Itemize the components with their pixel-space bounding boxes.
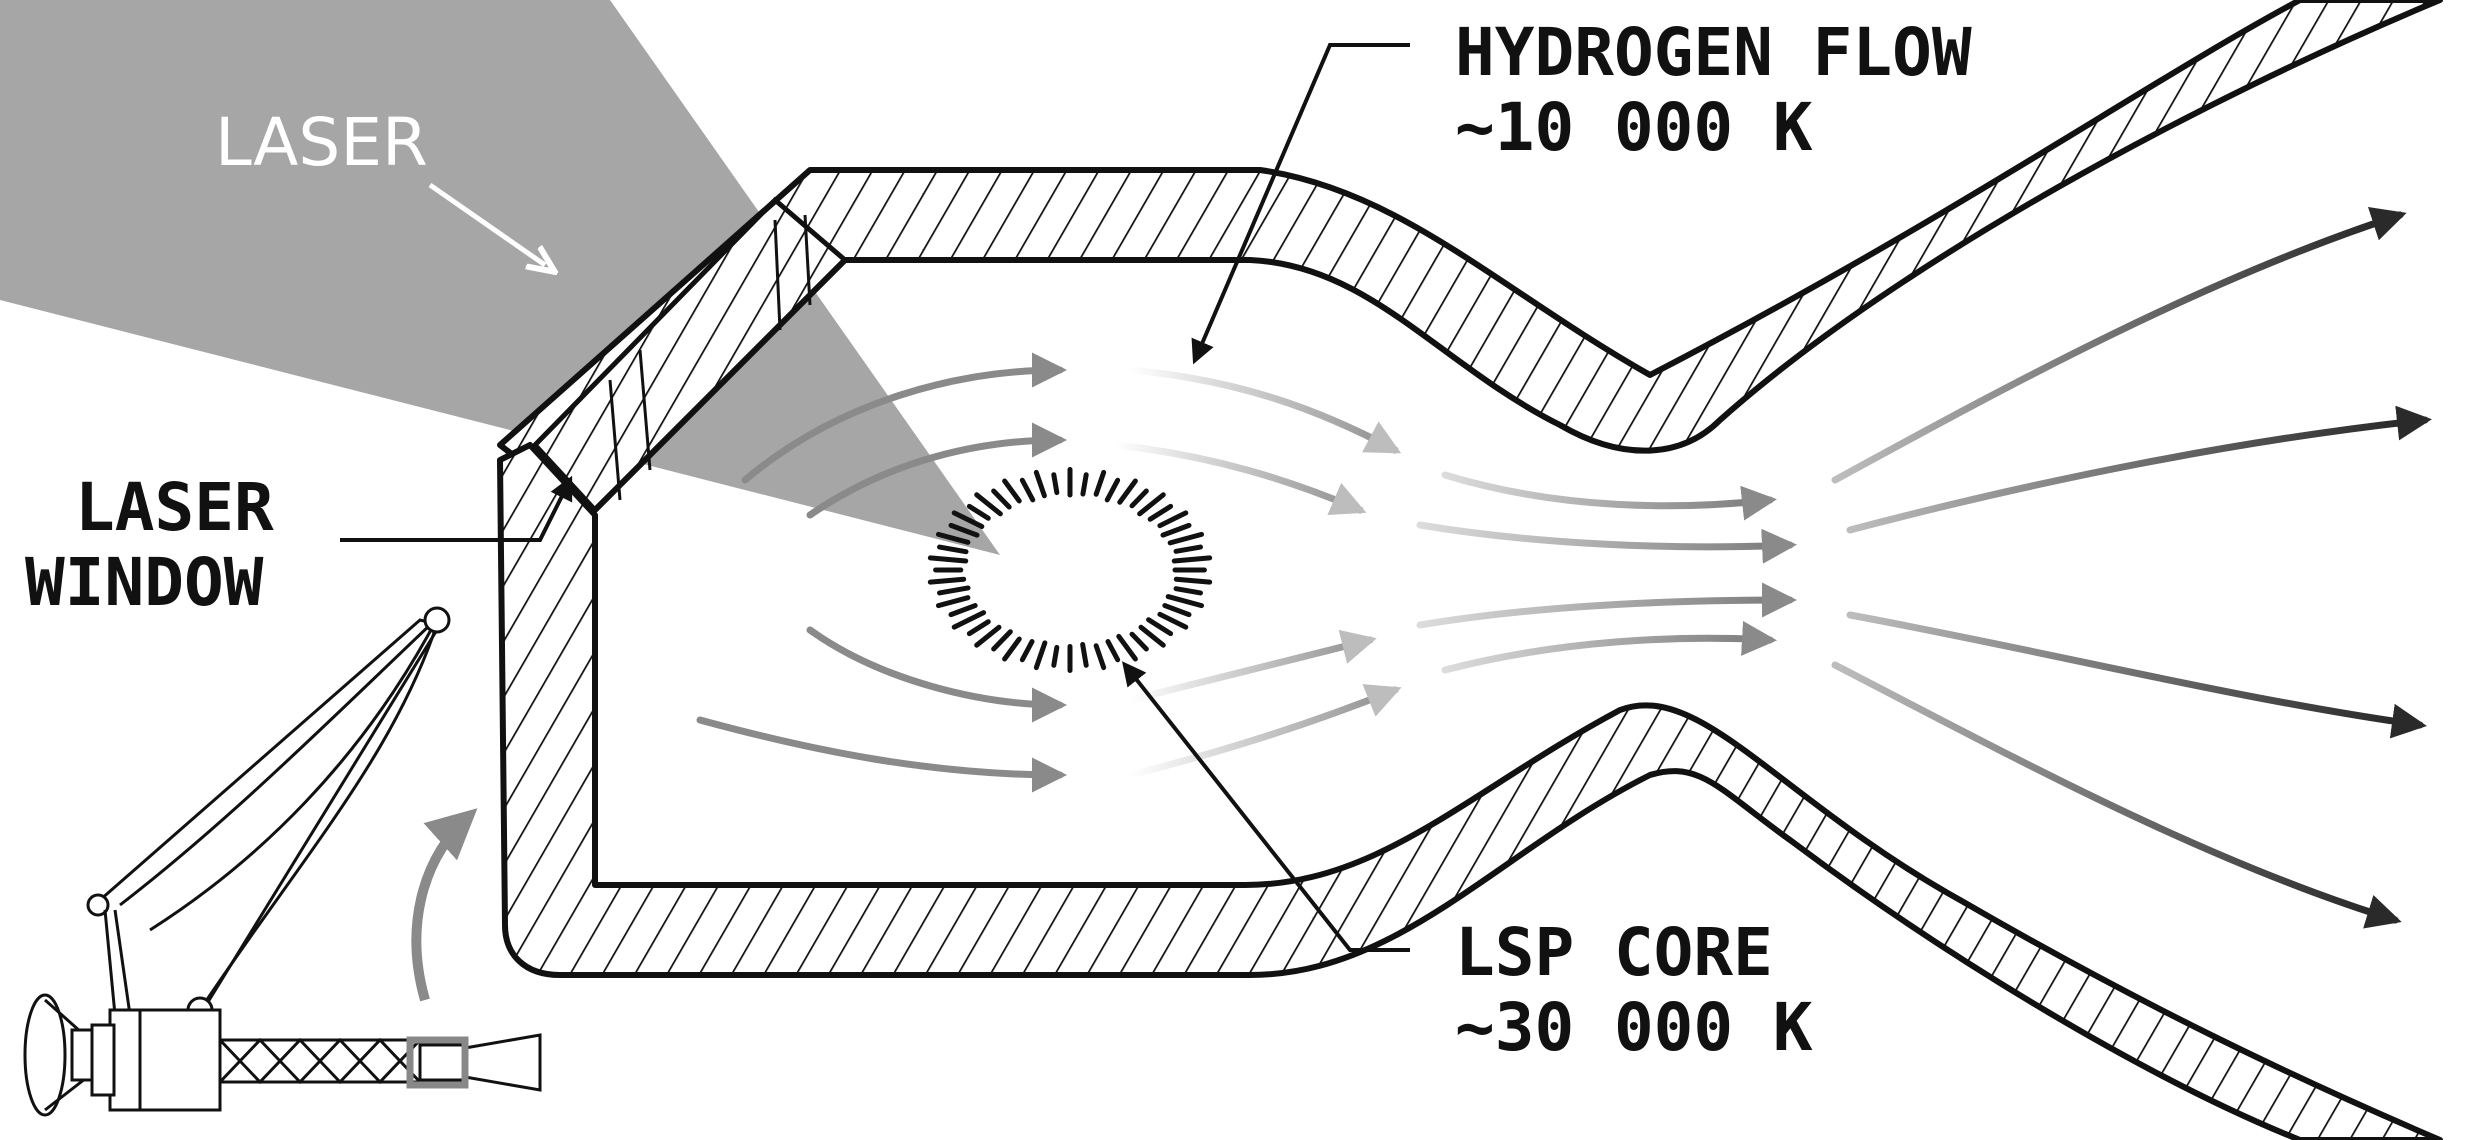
lsp-core-ray <box>974 492 1003 517</box>
exhaust-arrow <box>1831 661 2402 929</box>
flow-arrow <box>1126 366 1402 454</box>
laser-window-label-line1: LASER <box>75 469 274 546</box>
lsp-core-ray <box>1157 510 1189 529</box>
hydrogen-flow-leader <box>1191 43 1410 365</box>
lsp-core-ray <box>948 603 978 618</box>
lsp-core-ray <box>1051 472 1060 496</box>
flow-arrow <box>696 716 1067 793</box>
laser-window-glint <box>803 214 812 306</box>
hydrogen-flow-arrows <box>696 352 1797 793</box>
lsp-core-ray <box>1033 469 1047 499</box>
lsp-core-ray <box>1116 633 1138 662</box>
hydrogen-flow-label-line2: ~10 000 K <box>1455 89 1813 166</box>
lsp-core-label-line2: ~30 000 K <box>1455 989 1813 1066</box>
exhaust-arrow <box>1846 405 2432 534</box>
lsp-core-ray <box>951 510 985 530</box>
flow-arrow <box>806 422 1067 519</box>
lsp-core-ray <box>1137 492 1166 517</box>
lsp-core-ray <box>927 576 967 585</box>
flow-arrow <box>806 626 1067 723</box>
engine-highlight-box <box>406 1036 469 1089</box>
laser-window-label-line2: WINDOW <box>25 544 264 621</box>
lsp-core-ray <box>1080 472 1089 497</box>
lsp-core-ray <box>991 488 1012 510</box>
lsp-core-ray <box>1138 624 1166 648</box>
exhaust-arrows <box>1831 207 2432 929</box>
lsp-core-ray <box>1173 576 1213 585</box>
lsp-core-ray <box>927 555 969 564</box>
lsp-core-ray <box>1146 617 1174 637</box>
spacecraft-bus <box>108 1008 222 1112</box>
flow-arrow <box>1416 582 1797 629</box>
lsp-core-ray <box>991 629 1013 652</box>
engine-nozzle <box>463 1033 542 1092</box>
spacecraft-illustration <box>23 606 542 1117</box>
lsp-core-ray <box>1165 594 1205 609</box>
lower-nozzle-wall <box>497 442 2443 1140</box>
lsp-core-ray <box>1093 469 1107 497</box>
lsp-core-ray <box>1167 531 1205 546</box>
flow-arrow <box>1441 620 1777 674</box>
lsp-core-ray <box>1051 644 1060 668</box>
flow-arrow <box>1126 629 1377 704</box>
exhaust-arrow <box>1831 207 2407 484</box>
laser-window-glint <box>773 219 782 331</box>
lsp-core-ray <box>1104 477 1121 503</box>
lsp-core-ray <box>948 522 980 538</box>
lsp-core-ray <box>1129 488 1149 509</box>
lsp-core-ray <box>1173 586 1203 596</box>
laser-direction-arrow <box>428 182 545 265</box>
zoom-callout-arrow <box>411 808 478 1002</box>
upper-nozzle-wall <box>497 0 2443 518</box>
lsp-core-ray <box>1033 640 1048 671</box>
lsp-core-ray <box>1002 636 1022 662</box>
flow-arrow <box>1441 471 1777 521</box>
flow-arrow <box>741 352 1067 484</box>
lsp-core-ray <box>1080 641 1089 668</box>
lsp-core <box>927 467 1213 673</box>
lsp-core-ray <box>1147 503 1174 522</box>
lsp-core-ray <box>1093 643 1107 671</box>
lsp-core-ray <box>1162 603 1192 618</box>
lsp-core-ray <box>935 595 971 609</box>
spacecraft-sail <box>99 618 443 1016</box>
laser-window-leader <box>340 475 573 542</box>
lsp-core-ray <box>1160 522 1192 538</box>
lsp-core-ray <box>1019 639 1035 663</box>
lsp-core-ray <box>1171 555 1213 564</box>
laser-beam <box>0 0 1000 555</box>
lsp-core-ray <box>937 585 971 596</box>
lsp-core-ray <box>966 619 991 637</box>
flow-arrow <box>1111 441 1367 516</box>
lsp-core-ray <box>1173 544 1203 554</box>
hydrogen-flow-label-line1: HYDROGEN FLOW <box>1455 14 1972 91</box>
lsp-core-leader <box>1122 661 1410 952</box>
lsp-core-ray <box>1129 631 1149 652</box>
flow-arrow <box>1416 521 1797 564</box>
lsp-core-ray <box>1105 639 1121 663</box>
laser-label: LASER <box>215 104 428 181</box>
exhaust-arrow <box>1846 611 2427 739</box>
laser-window-glint <box>608 379 622 501</box>
lsp-core-ray <box>1002 478 1022 504</box>
laser-window <box>531 196 849 514</box>
lsp-core-ray <box>1019 477 1036 503</box>
lsp-core-ray <box>966 503 991 521</box>
laser-window-glint <box>638 349 652 471</box>
antenna-dish <box>23 993 67 1117</box>
lsp-core-ray <box>951 610 987 630</box>
lsp-core-ray <box>1157 611 1189 630</box>
lsp-core-ray <box>974 624 1002 648</box>
lsp-core-label-line1: LSP CORE <box>1455 914 1773 991</box>
flow-arrow <box>1126 684 1402 779</box>
lsp-core-ray <box>935 531 971 545</box>
lsp-core-ray <box>1117 478 1138 505</box>
lsp-core-ray <box>937 544 969 555</box>
